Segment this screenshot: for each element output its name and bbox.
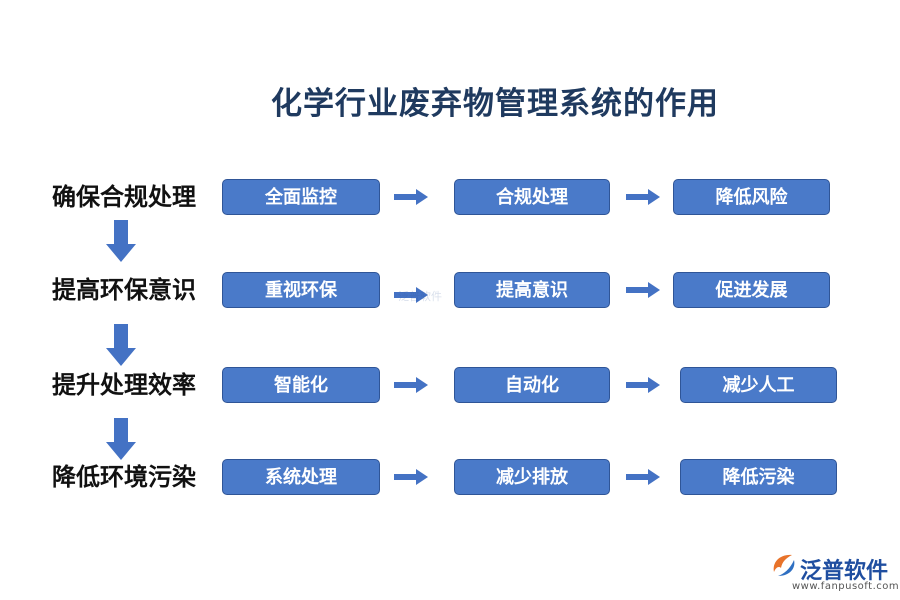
row-label: 提升处理效率 (52, 371, 196, 399)
row-ensure-compliance: 确保合规处理 全面监控 合规处理 降低风险 (0, 175, 900, 219)
right-arrow-icon (394, 189, 428, 205)
down-arrow-icon (106, 324, 136, 366)
right-arrow-icon (626, 469, 660, 485)
right-arrow-icon (394, 287, 428, 303)
step-box: 降低污染 (680, 459, 837, 495)
step-box: 降低风险 (673, 179, 830, 215)
step-box: 自动化 (454, 367, 610, 403)
down-arrow-icon (106, 418, 136, 460)
step-box: 系统处理 (222, 459, 380, 495)
step-box: 减少排放 (454, 459, 610, 495)
logo-url: www.fanpusoft.com (792, 581, 900, 592)
right-arrow-icon (626, 377, 660, 393)
fanpu-logo-icon (773, 554, 795, 576)
row-improve-efficiency: 提升处理效率 智能化 自动化 减少人工 (0, 363, 900, 407)
logo-name: 泛普软件 (800, 559, 889, 584)
right-arrow-icon (626, 189, 660, 205)
row-label: 提高环保意识 (52, 276, 196, 304)
step-box: 重视环保 (222, 272, 380, 308)
step-box: 全面监控 (222, 179, 380, 215)
row-label: 确保合规处理 (52, 183, 196, 211)
step-box: 智能化 (222, 367, 380, 403)
diagram-title: 化学行业废弃物管理系统的作用 (271, 86, 719, 122)
right-arrow-icon (394, 377, 428, 393)
down-arrow-icon (106, 220, 136, 262)
row-raise-awareness: 提高环保意识 重视环保 提高意识 促进发展 (0, 268, 900, 312)
watermark: 泛普软件 (398, 290, 442, 303)
row-reduce-pollution: 降低环境污染 系统处理 减少排放 降低污染 (0, 455, 900, 499)
step-box: 提高意识 (454, 272, 610, 308)
right-arrow-icon (626, 282, 660, 298)
step-box: 合规处理 (454, 179, 610, 215)
step-box: 促进发展 (673, 272, 830, 308)
row-label: 降低环境污染 (52, 463, 196, 491)
right-arrow-icon (394, 469, 428, 485)
step-box: 减少人工 (680, 367, 837, 403)
